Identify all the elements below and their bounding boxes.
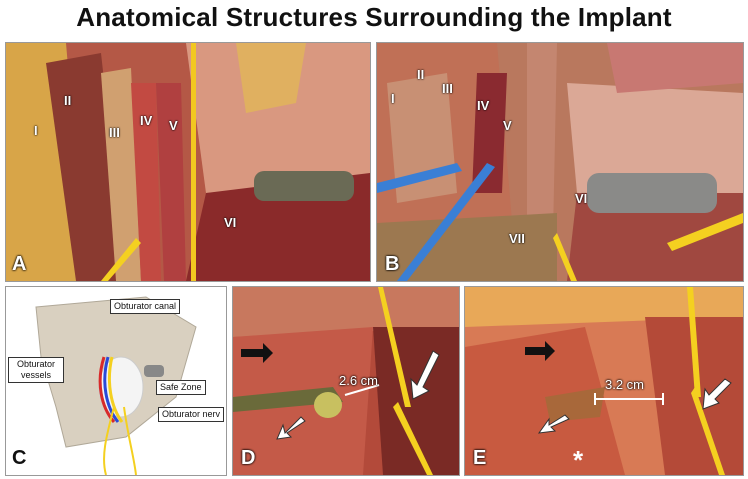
label-vii: VII bbox=[509, 231, 525, 246]
callout-obturator-vessels: Obturator vessels bbox=[8, 357, 64, 383]
panel-b-photo bbox=[377, 43, 743, 281]
panel-e-label: E bbox=[473, 447, 487, 469]
figure-title: Anatomical Structures Surrounding the Im… bbox=[76, 2, 672, 32]
distance-e: 3.2 cm bbox=[605, 377, 645, 392]
label-ii: II bbox=[417, 67, 425, 82]
panel-b-label: B bbox=[385, 253, 400, 275]
label-iv: IV bbox=[140, 113, 153, 128]
panel-b: I II III IV V VI VII B bbox=[376, 42, 744, 282]
panel-d-photo bbox=[233, 287, 459, 475]
panel-a: I II III IV V VI A bbox=[5, 42, 371, 282]
label-v: V bbox=[503, 118, 512, 133]
callout-obturator-nerve: Obturator nerv bbox=[158, 407, 225, 422]
panel-d-label: D bbox=[241, 447, 256, 469]
panel-c: Obturator canal Obturator vessels Safe Z… bbox=[5, 286, 227, 476]
callout-safe-zone: Safe Zone bbox=[156, 380, 206, 395]
label-vi: VI bbox=[575, 191, 588, 206]
panel-e: 3.2 cm * E bbox=[464, 286, 744, 476]
callout-obturator-canal: Obturator canal bbox=[110, 299, 181, 314]
asterisk-marker: * bbox=[573, 445, 584, 475]
panel-c-diagram bbox=[35, 296, 197, 475]
label-iv: IV bbox=[477, 98, 490, 113]
label-iii: III bbox=[442, 81, 453, 96]
panel-a-label: A bbox=[12, 253, 27, 275]
distance-d: 2.6 cm bbox=[339, 373, 379, 388]
label-vi: VI bbox=[224, 215, 237, 230]
label-i: I bbox=[391, 91, 395, 106]
panel-d: 2.6 cm D bbox=[232, 286, 460, 476]
label-iii: III bbox=[109, 125, 120, 140]
panel-e-photo bbox=[465, 287, 743, 475]
label-i: I bbox=[34, 123, 38, 138]
panel-c-label: C bbox=[12, 447, 27, 469]
label-ii: II bbox=[64, 93, 72, 108]
panel-a-photo bbox=[6, 43, 370, 281]
label-v: V bbox=[169, 118, 178, 133]
